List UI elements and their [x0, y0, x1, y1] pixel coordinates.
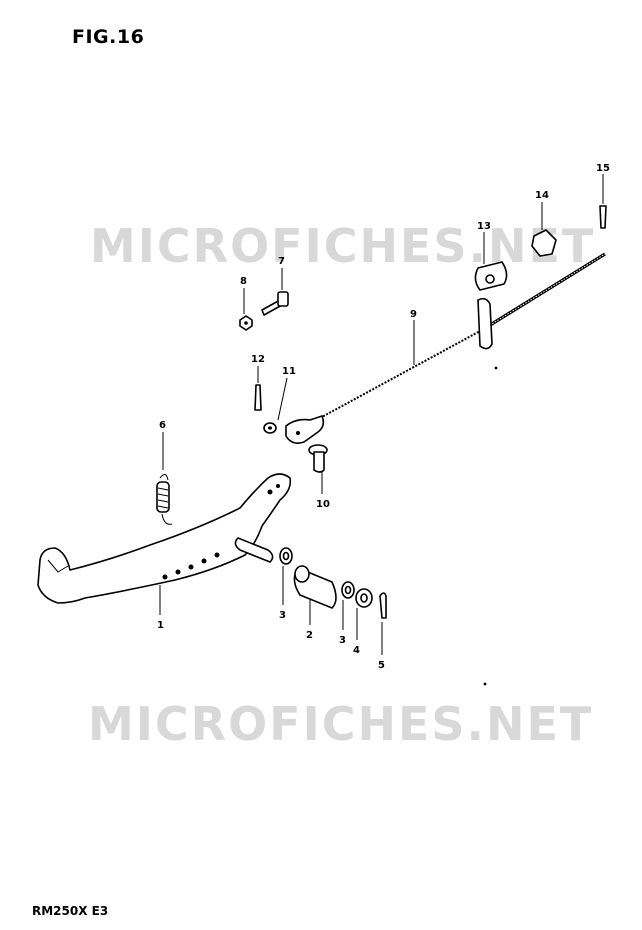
clevis-joint-part — [285, 415, 325, 444]
collar-part — [474, 261, 508, 291]
figure-title: FIG.16 — [72, 26, 145, 48]
watermark-bottom: MICROFICHES.NET — [88, 697, 593, 751]
washer-part-11 — [263, 422, 277, 434]
pin-part-15 — [599, 205, 607, 229]
callout-3b: 3 — [339, 635, 346, 646]
callout-7: 7 — [278, 256, 285, 267]
return-spring-part — [156, 474, 173, 525]
callout-3a: 3 — [279, 610, 286, 621]
watermark-top: MICROFICHES.NET — [90, 219, 595, 273]
washer-part-4 — [355, 588, 373, 608]
model-code: RM250X E3 — [32, 904, 109, 918]
callout-14: 14 — [535, 190, 549, 201]
brake-rod-part — [319, 252, 606, 419]
brake-pedal-part — [37, 473, 292, 604]
callout-4: 4 — [353, 645, 360, 656]
callout-10: 10 — [316, 499, 330, 510]
clevis-pin-part — [308, 444, 328, 473]
bushing-part — [293, 565, 337, 609]
callout-13: 13 — [477, 221, 491, 232]
cotter-pin-part-12 — [254, 384, 262, 411]
callout-6: 6 — [159, 420, 166, 431]
washer-part-a — [279, 547, 293, 565]
callout-12: 12 — [251, 354, 265, 365]
callout-15: 15 — [596, 163, 610, 174]
washer-part-b — [341, 581, 355, 599]
callout-8: 8 — [240, 276, 247, 287]
callout-2: 2 — [306, 630, 313, 641]
leader-11 — [277, 377, 288, 421]
cotter-pin-part — [379, 592, 387, 619]
callout-1: 1 — [157, 620, 164, 631]
adjuster-nut-part — [531, 229, 557, 257]
callout-5: 5 — [378, 660, 385, 671]
callout-9: 9 — [410, 309, 417, 320]
bolt-part — [261, 291, 289, 316]
callout-11: 11 — [282, 366, 296, 377]
nut-part — [239, 315, 253, 331]
